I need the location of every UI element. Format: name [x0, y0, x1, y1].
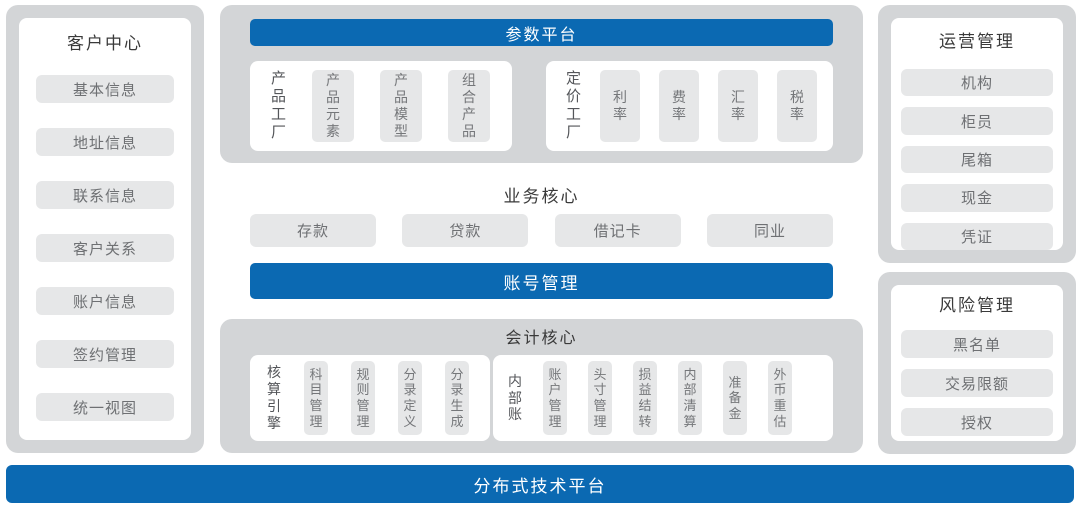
module-teller: 柜员: [901, 107, 1053, 135]
module-internal-clearing: 内部清算: [678, 361, 702, 435]
module-fee-rate: 费率: [659, 70, 699, 142]
module-contract-mgmt: 签约管理: [36, 340, 174, 368]
business-core-modules: 存款 贷款 借记卡 同业: [250, 214, 833, 247]
pricing-factory-card: 定价工厂 利率 费率 汇率 税率: [546, 61, 833, 151]
parameter-platform-groups: 产品工厂 产品元素 产品模型 组合产品 定价工厂 利率 费率 汇率 税率: [250, 61, 833, 151]
module-debit-card: 借记卡: [554, 214, 681, 247]
module-subject-mgmt: 科目管理: [304, 361, 328, 435]
parameter-platform-panel: 参数平台 产品工厂 产品元素 产品模型 组合产品 定价工厂 利率 费率 汇率 税…: [220, 5, 863, 163]
module-fx-revaluation: 外币重估: [768, 361, 792, 435]
account-management-bar: 账号管理: [250, 263, 833, 299]
module-authorization: 授权: [901, 408, 1053, 436]
product-factory-label: 产品工厂: [271, 70, 287, 141]
module-entry-generation: 分录生成: [445, 361, 469, 435]
accounting-core-panel: 会计核心 核算引擎 科目管理 规则管理 分录定义 分录生成 内部账 账户管理 头…: [220, 319, 863, 453]
accounting-core-groups: 核算引擎 科目管理 规则管理 分录定义 分录生成 内部账 账户管理 头寸管理 损…: [250, 355, 833, 441]
module-deposit: 存款: [250, 214, 376, 247]
module-loan: 贷款: [402, 214, 529, 247]
risk-mgmt-panel: 风险管理 黑名单 交易限额 授权: [878, 272, 1076, 454]
module-cash: 现金: [901, 184, 1053, 212]
module-blacklist: 黑名单: [901, 330, 1053, 358]
module-pnl-carryover: 损益结转: [633, 361, 657, 435]
module-position-mgmt: 头寸管理: [588, 361, 612, 435]
accounting-core-title: 会计核心: [505, 330, 578, 347]
module-entry-definition: 分录定义: [398, 361, 422, 435]
customer-center-card: 客户中心 基本信息 地址信息 联系信息 客户关系 账户信息 签约管理 统一视图: [19, 18, 191, 440]
module-account-info: 账户信息: [36, 287, 174, 315]
module-voucher: 凭证: [901, 222, 1053, 251]
module-product-model: 产品模型: [380, 70, 422, 142]
business-core-title-row: 业务核心: [220, 186, 863, 208]
module-tax-rate: 税率: [777, 70, 817, 142]
module-transaction-limit: 交易限额: [901, 369, 1053, 397]
module-basic-info: 基本信息: [36, 75, 174, 103]
operations-mgmt-panel: 运营管理 机构 柜员 尾箱 现金 凭证: [878, 5, 1076, 263]
module-interest-rate: 利率: [600, 70, 640, 142]
accounting-engine-card: 核算引擎 科目管理 规则管理 分录定义 分录生成: [250, 355, 490, 441]
tech-platform-bar: 分布式技术平台: [6, 465, 1074, 503]
module-cash-box: 尾箱: [901, 145, 1053, 174]
module-account-mgmt: 账户管理: [543, 361, 567, 435]
module-institution: 机构: [901, 69, 1053, 97]
module-product-element: 产品元素: [312, 70, 354, 142]
customer-center-panel: 客户中心 基本信息 地址信息 联系信息 客户关系 账户信息 签约管理 统一视图: [6, 5, 204, 453]
product-factory-card: 产品工厂 产品元素 产品模型 组合产品: [250, 61, 512, 151]
module-rule-mgmt: 规则管理: [351, 361, 375, 435]
customer-center-title: 客户中心: [67, 34, 143, 53]
operations-mgmt-title: 运营管理: [939, 32, 1015, 51]
module-combined-product: 组合产品: [448, 70, 490, 142]
module-exchange-rate: 汇率: [718, 70, 758, 142]
module-interbank: 同业: [706, 214, 833, 247]
module-contact-info: 联系信息: [36, 181, 174, 209]
module-reserve-fund: 准备金: [723, 361, 747, 435]
accounting-engine-label: 核算引擎: [267, 364, 281, 431]
module-customer-relation: 客户关系: [36, 234, 174, 262]
operations-mgmt-card: 运营管理 机构 柜员 尾箱 现金 凭证: [891, 18, 1063, 251]
internal-account-card: 内部账 账户管理 头寸管理 损益结转 内部清算 准备金 外币重估: [493, 355, 833, 441]
risk-mgmt-card: 风险管理 黑名单 交易限额 授权: [891, 285, 1063, 441]
module-address-info: 地址信息: [36, 128, 174, 156]
risk-mgmt-title: 风险管理: [939, 296, 1015, 315]
parameter-platform-bar: 参数平台: [250, 19, 833, 46]
module-unified-view: 统一视图: [36, 393, 174, 421]
business-core-title: 业务核心: [503, 187, 580, 206]
internal-account-label: 内部账: [508, 372, 522, 423]
pricing-factory-label: 定价工厂: [566, 70, 582, 141]
accounting-core-title-row: 会计核心: [250, 328, 833, 350]
